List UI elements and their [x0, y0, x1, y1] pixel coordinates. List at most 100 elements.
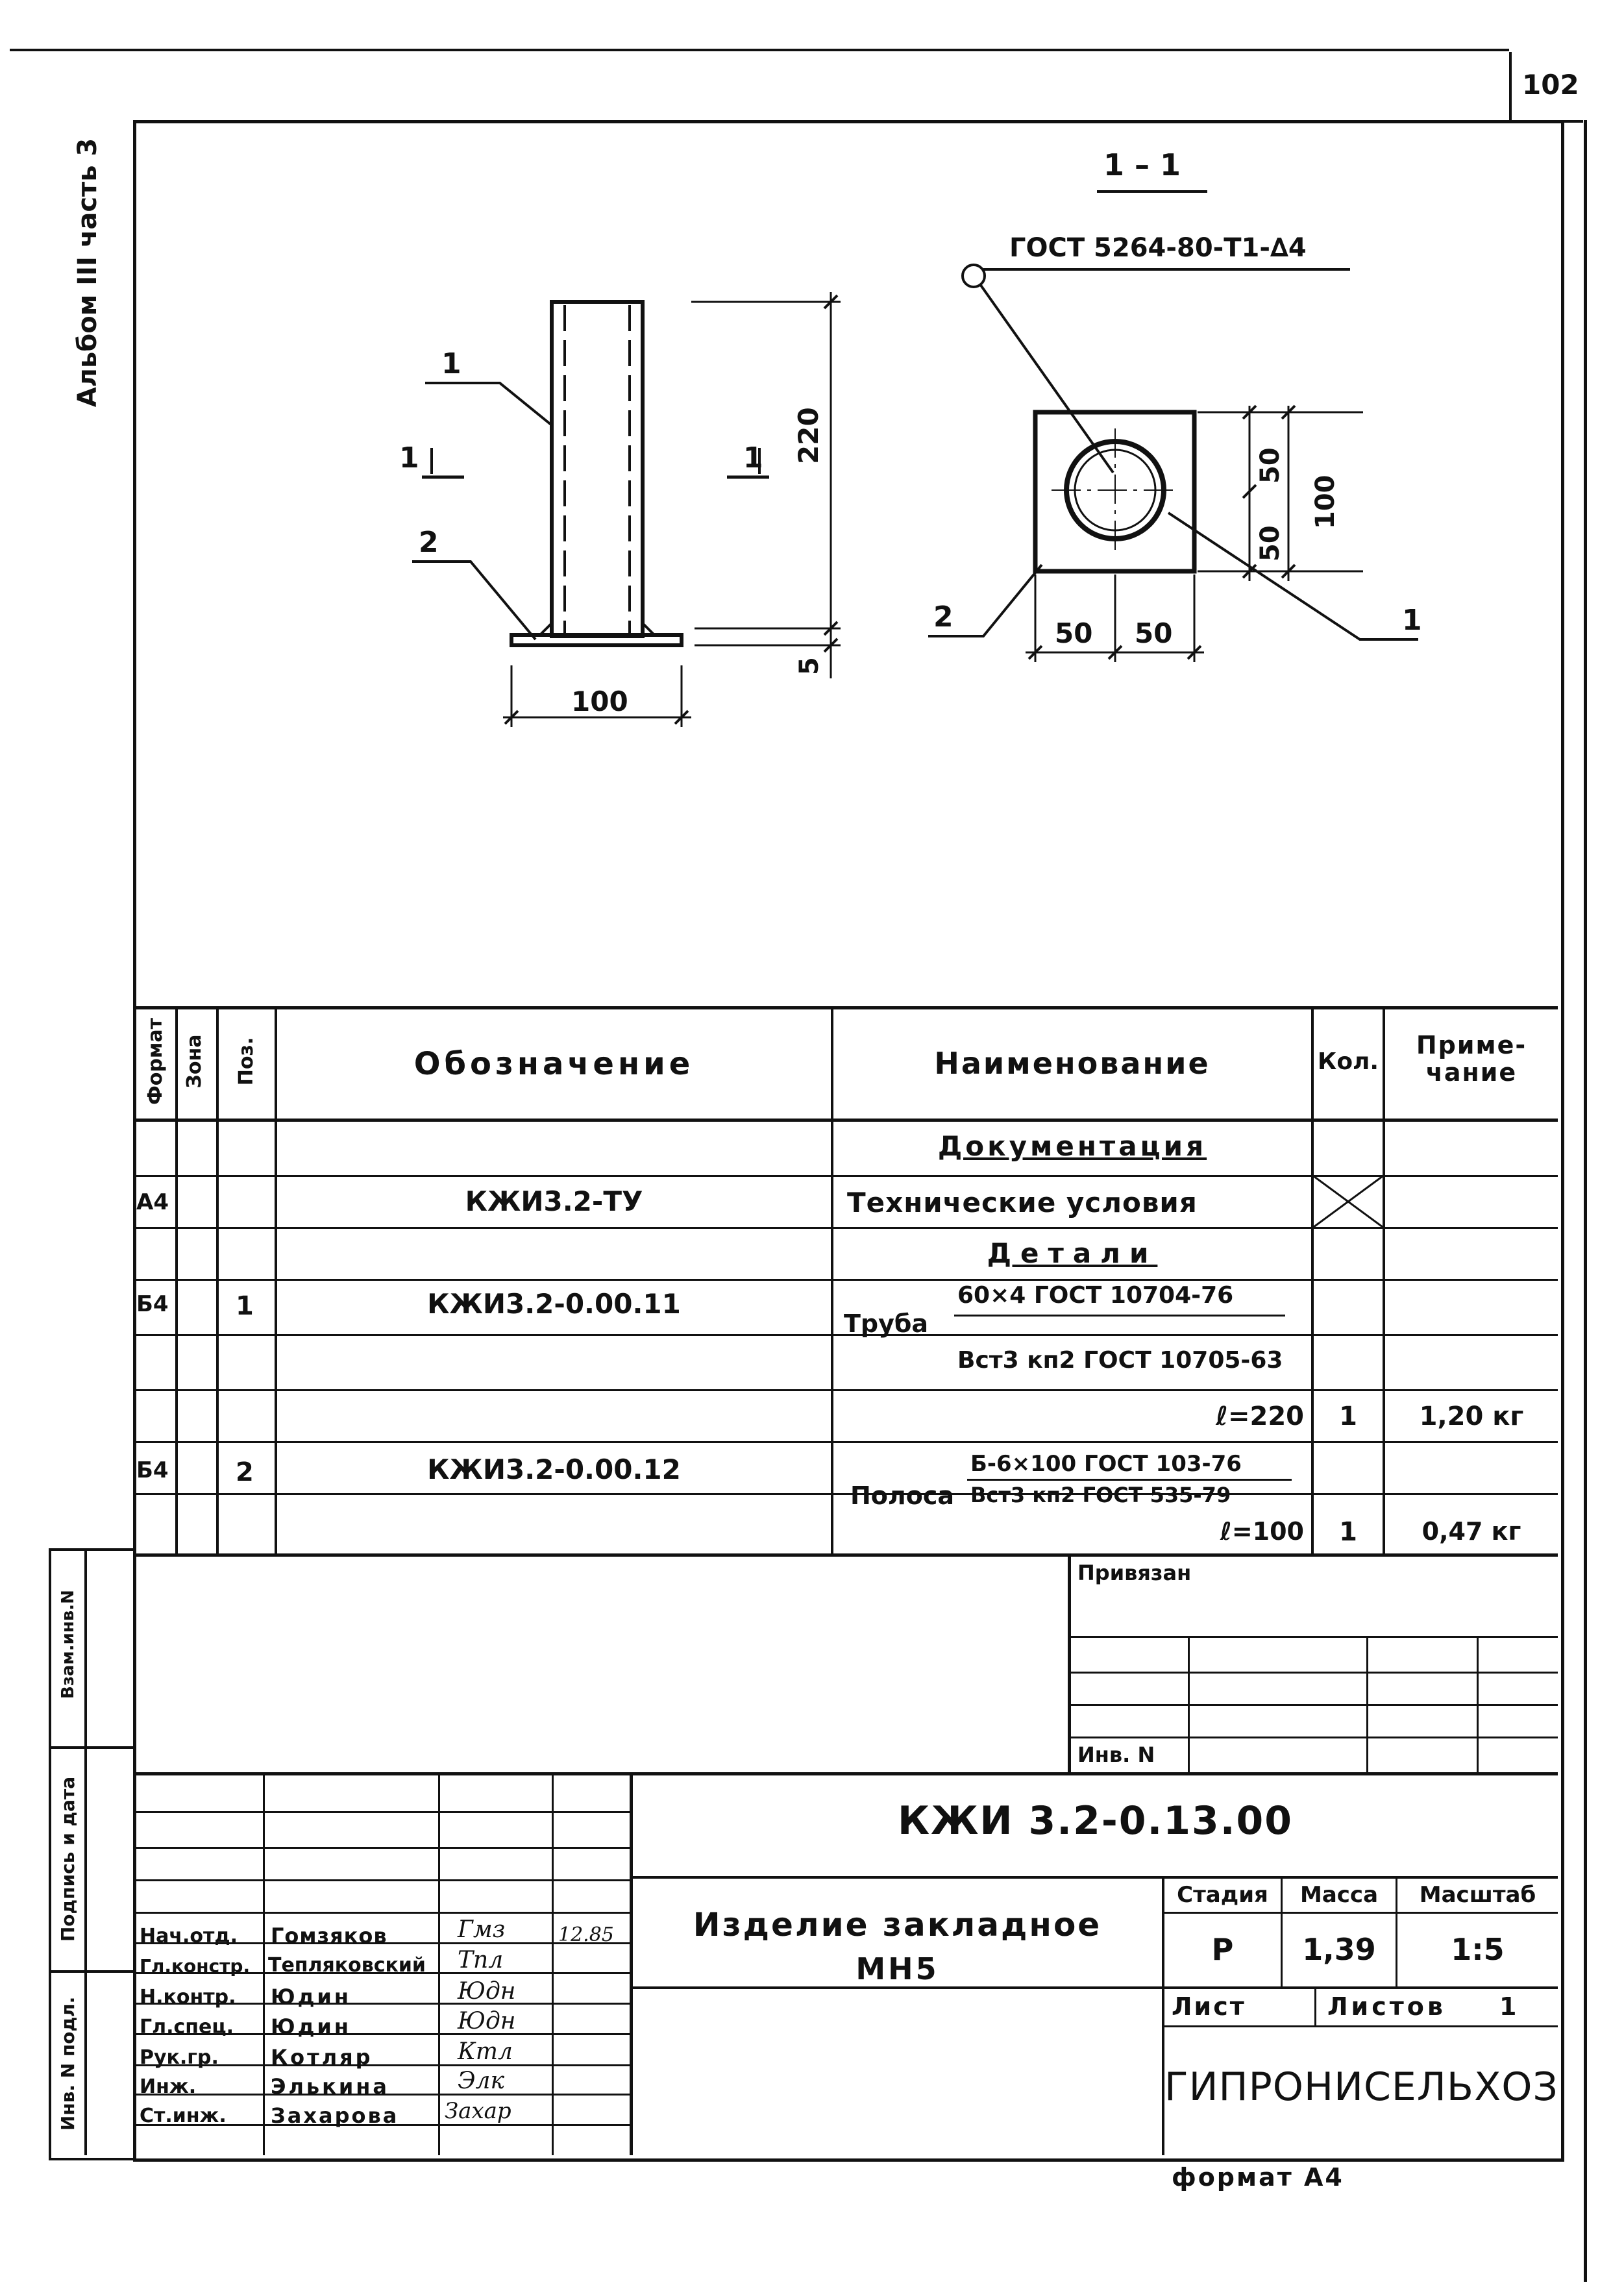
- dim-plate: 5: [794, 657, 824, 675]
- staff-date-0: 12.85: [558, 1923, 614, 1946]
- mass-value: 1,39: [1302, 1932, 1376, 1967]
- weld-note: ГОСТ 5264-80-Т1-∆4: [1009, 233, 1307, 263]
- header-zone: Зона: [183, 1034, 206, 1089]
- leader-pos2-plan: [928, 563, 1043, 637]
- header-format: Формат: [144, 1018, 167, 1105]
- staff-name-0: Гомзяков: [271, 1923, 388, 1948]
- staff-role-6: Ст.инж.: [140, 2105, 227, 2127]
- section-parts: Детали: [987, 1237, 1158, 1269]
- staff-role-5: Инж.: [140, 2075, 197, 2098]
- podpis-data-label: Подпись и дата: [57, 1776, 79, 1942]
- staff-sign-1: Тпл: [458, 1947, 504, 1973]
- doc-code: КЖИ 3.2-0.13.00: [897, 1798, 1294, 1844]
- stage-label: Стадия: [1177, 1882, 1268, 1908]
- staff-sign-0: Гмз: [458, 1916, 506, 1943]
- spec-table: Формат Зона Поз. Обозначение Наименовани…: [133, 1006, 1558, 1557]
- row1-name-top: 60×4 ГОСТ 10704-76: [957, 1282, 1234, 1309]
- section-docs: Документация: [937, 1130, 1207, 1162]
- staff-name-6: Захарова: [271, 2103, 399, 2128]
- row-tu-format: А4: [136, 1189, 169, 1215]
- stage-value: Р: [1211, 1932, 1234, 1967]
- header-name: Наименование: [934, 1046, 1211, 1081]
- row2-format: Б4: [136, 1457, 169, 1483]
- technical-drawing: 1 – 1 ГОСТ 5264-80-Т1-∆4 1 2 1 1 220 5 1…: [399, 147, 1422, 727]
- section-title: 1 – 1: [1103, 147, 1181, 182]
- album-label: Альбом III часть 3: [73, 138, 103, 408]
- privyazan-block: Привязан Инв. N: [1068, 1555, 1558, 1772]
- row1-note: 1,20 кг: [1419, 1402, 1524, 1431]
- product-code: МН5: [855, 1951, 939, 1986]
- privyazan-inv-label: Инв. N: [1077, 1742, 1155, 1767]
- section-mark-right: 1: [743, 441, 763, 475]
- section-mark-left: 1: [399, 441, 419, 475]
- plate-plan-view: [1033, 410, 1197, 574]
- dim-half-vert-top: 50: [1255, 447, 1285, 484]
- staff-sign-6: Захар: [445, 2098, 511, 2124]
- row-tu-designation: КЖИ3.2-ТУ: [465, 1185, 643, 1217]
- left-margin-h2: [49, 1970, 133, 1973]
- mass-label: Масса: [1299, 1882, 1379, 1908]
- row1-name-bottom: Вст3 кп2 ГОСТ 10705-63: [957, 1347, 1283, 1374]
- pos2-label-plan: 2: [933, 600, 953, 634]
- row2-name-bottom: Вст3 кп2 ГОСТ 535-79: [970, 1483, 1231, 1507]
- row2-designation: КЖИ3.2-0.00.12: [427, 1453, 681, 1485]
- page-number: 102: [1522, 69, 1579, 101]
- inv-podl-label: Инв. N подл.: [57, 1996, 79, 2131]
- row2-name-top: Б-6×100 ГОСТ 103-76: [970, 1451, 1242, 1477]
- row1-qty: 1: [1339, 1402, 1357, 1431]
- scale-value: 1:5: [1451, 1932, 1505, 1967]
- dim-half-horiz-right: 50: [1135, 617, 1172, 649]
- header-pos: Поз.: [235, 1037, 258, 1086]
- staff-role-0: Нач.отд.: [140, 1925, 238, 1947]
- header-note: Приме- чание: [1416, 1031, 1527, 1087]
- header-qty: Кол.: [1317, 1048, 1379, 1075]
- staff-sign-5: Элк: [458, 2068, 504, 2094]
- sheets-value: 1: [1499, 1992, 1517, 2021]
- row2-note: 0,47 кг: [1421, 1517, 1521, 1546]
- leader-pos2-front: [412, 560, 537, 641]
- row1-length: ℓ=220: [1216, 1402, 1304, 1431]
- title-block: КЖИ 3.2-0.13.00 Изделие закладное МН5 Ст…: [133, 1772, 1558, 2155]
- staff-role-3: Гл.спец.: [140, 2016, 234, 2038]
- pos1-label-front: 1: [441, 347, 461, 380]
- vzam-inv-label: Взам.инв.N: [58, 1590, 78, 1699]
- dim-width: 100: [571, 686, 628, 717]
- format-footer: формат А4: [1172, 2163, 1344, 2192]
- left-margin-divider: [84, 1548, 87, 2155]
- organization: ГИПРОНИСЕЛЬХОЗ: [1164, 2064, 1558, 2110]
- staff-name-5: Элькина: [271, 2074, 389, 2099]
- staff-name-4: Котляр: [271, 2045, 373, 2070]
- row-tu-name: Технические условия: [847, 1187, 1198, 1218]
- sheets-label: Листов: [1327, 1992, 1446, 2021]
- sheet-label: Лист: [1172, 1992, 1246, 2021]
- leader-pos1-front: [425, 382, 553, 426]
- weld-symbol-circle: [961, 264, 986, 288]
- staff-name-3: Юдин: [271, 2014, 351, 2039]
- pos2-label-front: 2: [419, 526, 439, 559]
- row-tu-qty-cross: [1314, 1176, 1383, 1227]
- row1-name-prefix: Труба: [844, 1309, 929, 1338]
- row2-name-prefix: Полоса: [850, 1481, 955, 1510]
- right-edge-line: [1584, 120, 1587, 2282]
- staff-name-1: Тепляковский: [268, 1954, 426, 1977]
- row1-pos: 1: [236, 1291, 254, 1321]
- row1-designation: КЖИ3.2-0.00.11: [427, 1288, 681, 1320]
- dim-side-vert: 100: [1310, 475, 1340, 530]
- dim-half-horiz-left: 50: [1055, 617, 1092, 649]
- row2-pos: 2: [236, 1457, 254, 1487]
- staff-sign-4: Ктл: [458, 2038, 513, 2065]
- left-margin-box: [49, 1548, 136, 2160]
- staff-sign-3: Юдн: [458, 2008, 516, 2034]
- drawing-frame: [133, 120, 1564, 2162]
- leader-pos1-plan: [1167, 512, 1418, 641]
- staff-role-4: Рук.гр.: [140, 2046, 219, 2069]
- row2-fraction-line: [967, 1479, 1292, 1481]
- staff-name-2: Юдин: [271, 1984, 351, 2009]
- left-margin-h1: [49, 1746, 133, 1749]
- pos1-label-plan: 1: [1402, 604, 1422, 637]
- privyazan-label: Привязан: [1077, 1561, 1192, 1585]
- dim-half-vert-bottom: 50: [1255, 525, 1285, 562]
- header-designation: Обозначение: [413, 1046, 695, 1082]
- scale-label: Масштаб: [1419, 1882, 1536, 1908]
- row1-fraction-line: [954, 1315, 1285, 1317]
